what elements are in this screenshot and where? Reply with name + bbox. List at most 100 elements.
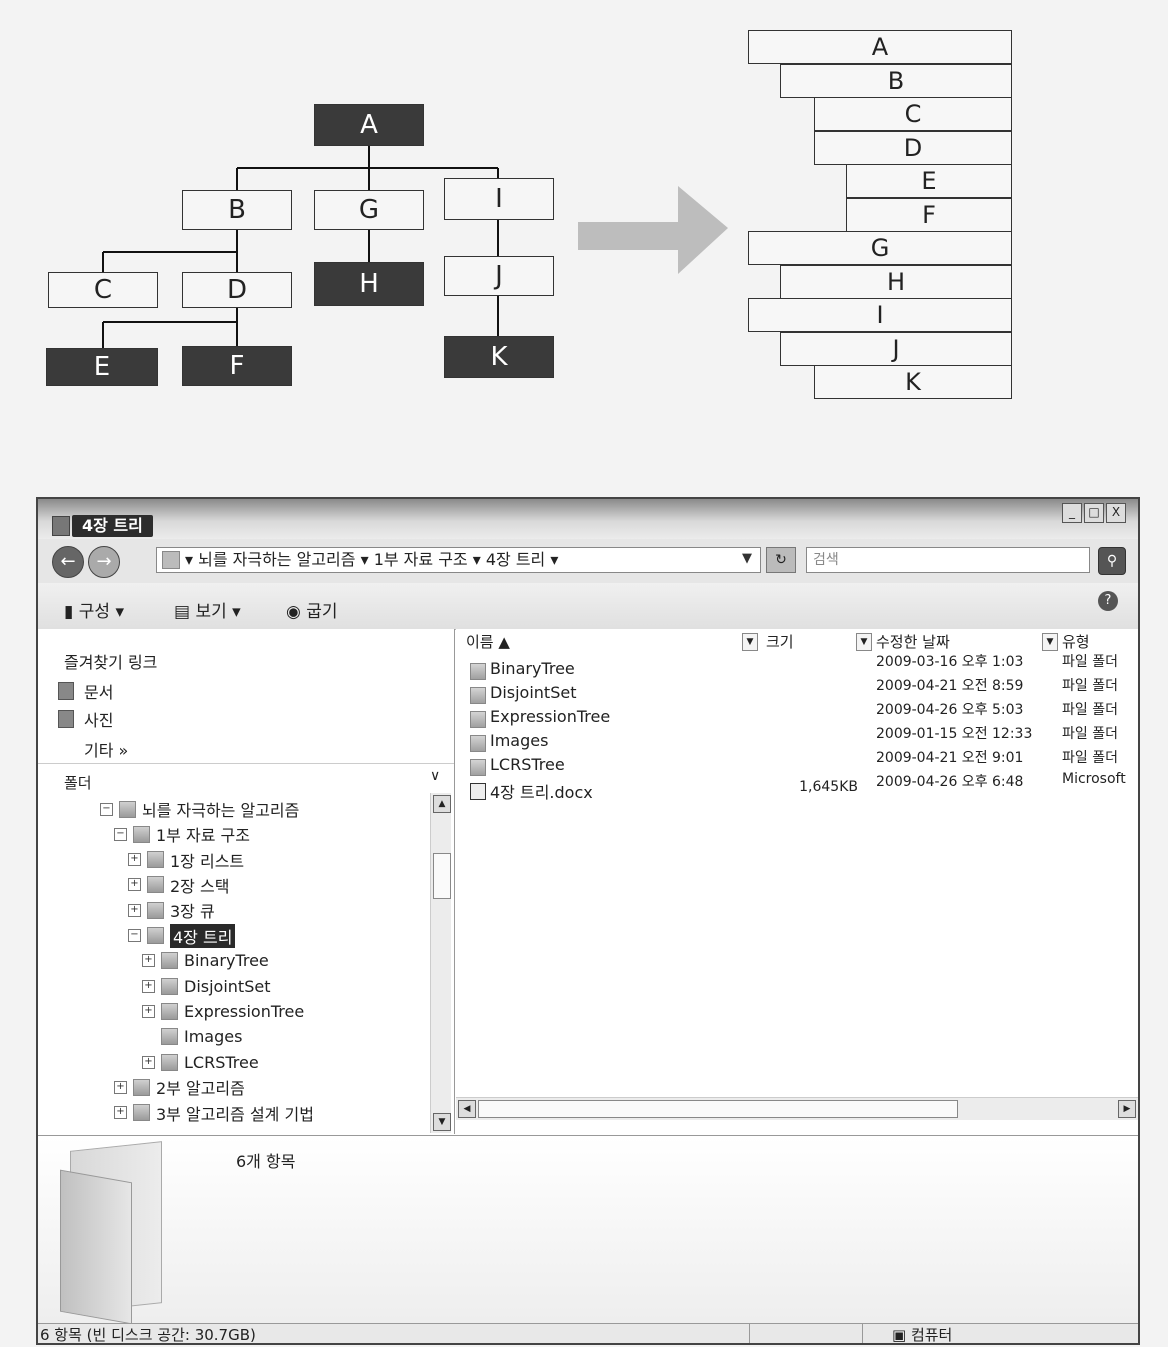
- scroll-thumb[interactable]: [478, 1100, 958, 1118]
- tree-item[interactable]: −1부 자료 구조: [114, 822, 250, 846]
- column-header-name[interactable]: 이름 ▲: [466, 633, 510, 651]
- search-input[interactable]: 검색: [806, 547, 1090, 573]
- tree-item-label: 뇌를 자극하는 알고리즘: [142, 801, 300, 820]
- chevron-down-icon[interactable]: ∨: [430, 768, 441, 784]
- collapse-icon[interactable]: −: [114, 827, 127, 841]
- tree-item-label: 3장 큐: [170, 902, 215, 922]
- file-name: Images: [490, 731, 549, 750]
- column-header-size[interactable]: 크기: [766, 633, 794, 651]
- tree-item[interactable]: +DisjointSet: [142, 974, 270, 998]
- close-button[interactable]: X: [1106, 503, 1126, 523]
- forward-button[interactable]: →: [88, 546, 120, 578]
- expand-icon[interactable]: +: [142, 1055, 155, 1069]
- expand-icon[interactable]: +: [142, 1004, 155, 1018]
- favorite-documents[interactable]: 문서: [58, 679, 113, 703]
- file-modified: 2009-01-15 오전 12:33: [876, 726, 1033, 742]
- file-type: 파일 폴더: [1062, 702, 1118, 718]
- list-horizontal-scrollbar[interactable]: ◀ ▶: [456, 1097, 1138, 1120]
- scroll-left-icon[interactable]: ◀: [458, 1100, 476, 1118]
- expand-icon[interactable]: +: [142, 979, 155, 993]
- column-menu-icon[interactable]: ▼: [856, 633, 872, 651]
- tree-node: K: [444, 336, 554, 378]
- tree-item[interactable]: − 뇌를 자극하는 알고리즘: [100, 797, 299, 821]
- favorite-label: 문서: [84, 683, 114, 702]
- burn-button[interactable]: ◉ 굽기: [286, 597, 338, 622]
- tree-item-label: BinaryTree: [184, 951, 269, 971]
- search-button[interactable]: ⚲: [1098, 547, 1126, 575]
- help-icon[interactable]: ?: [1098, 591, 1118, 611]
- maximize-button[interactable]: □: [1084, 503, 1104, 523]
- expand-icon[interactable]: +: [142, 954, 155, 968]
- collapse-icon[interactable]: −: [100, 802, 113, 816]
- column-header-modified[interactable]: 수정한 날짜: [876, 633, 950, 651]
- file-name: LCRSTree: [490, 755, 565, 774]
- tree-node: H: [314, 262, 424, 306]
- address-field[interactable]: ▾ 뇌를 자극하는 알고리즘 ▾ 1부 자료 구조 ▾ 4장 트리 ▾: [156, 547, 761, 573]
- tree-item-label: ExpressionTree: [184, 1001, 305, 1021]
- stack-row: J: [780, 331, 1012, 366]
- tree-item-label: 2장 스택: [170, 876, 230, 896]
- stack-row: D: [814, 130, 1012, 165]
- minimize-button[interactable]: _: [1062, 503, 1082, 523]
- status-disk-space: 6 항목 (빈 디스크 공간: 30.7GB): [38, 1324, 750, 1343]
- scroll-right-icon[interactable]: ▶: [1118, 1100, 1136, 1118]
- tree-item[interactable]: Images: [142, 1025, 242, 1049]
- expand-icon[interactable]: +: [128, 853, 141, 867]
- file-modified: 2009-04-26 오후 6:48: [876, 774, 1024, 790]
- refresh-button[interactable]: ↻: [766, 547, 796, 573]
- organize-button[interactable]: ▮ 구성 ▾: [64, 597, 124, 622]
- favorites-more-link[interactable]: 기타 »: [84, 741, 129, 760]
- stack-row: G: [748, 231, 1012, 265]
- address-dropdown-icon[interactable]: ▼: [742, 551, 752, 566]
- folder-icon: [470, 759, 486, 776]
- favorite-pictures[interactable]: 사진: [58, 707, 113, 731]
- folder-icon: [161, 977, 178, 995]
- status-computer-label: 컴퓨터: [910, 1326, 953, 1344]
- folders-header[interactable]: 폴더 ∨: [38, 763, 454, 794]
- view-button[interactable]: ▤ 보기 ▾: [174, 597, 241, 622]
- file-modified: 2009-03-16 오후 1:03: [876, 654, 1024, 670]
- address-folder-icon: [162, 551, 180, 569]
- folder-icon: [147, 927, 164, 944]
- scroll-up-icon[interactable]: ▲: [433, 795, 451, 813]
- column-menu-icon[interactable]: ▼: [742, 633, 758, 651]
- stack-row: A: [748, 30, 1012, 64]
- file-name: BinaryTree: [490, 659, 575, 678]
- window-controls: _ □ X: [1062, 503, 1126, 523]
- folder-icon: [161, 1028, 178, 1046]
- tree-item[interactable]: + ExpressionTree: [142, 999, 304, 1023]
- tree-item[interactable]: + BinaryTree: [142, 949, 269, 973]
- scroll-thumb[interactable]: [433, 853, 451, 899]
- file-modified: 2009-04-21 오전 9:01: [876, 750, 1024, 766]
- tree-node: E: [46, 348, 158, 386]
- expand-icon[interactable]: +: [128, 903, 141, 917]
- folder-icon: [470, 735, 486, 752]
- column-menu-icon[interactable]: ▼: [1042, 633, 1058, 651]
- folder-icon: [119, 800, 136, 818]
- tree-item[interactable]: +2부 알고리즘: [114, 1075, 245, 1099]
- expand-icon[interactable]: +: [114, 1106, 127, 1120]
- tree-item[interactable]: +3부 알고리즘 설계 기법: [114, 1101, 314, 1125]
- tree-item[interactable]: +1장 리스트: [128, 848, 244, 872]
- back-button[interactable]: ←: [52, 546, 84, 578]
- scroll-down-icon[interactable]: ▼: [433, 1113, 451, 1131]
- tree-item[interactable]: +3장 큐: [128, 898, 215, 922]
- column-header-type[interactable]: 유형: [1062, 633, 1090, 651]
- expand-icon[interactable]: +: [128, 878, 141, 892]
- tree-item-label: 3부 알고리즘 설계 기법: [156, 1104, 314, 1124]
- tree-item-label: Images: [184, 1027, 243, 1047]
- expand-icon[interactable]: +: [114, 1080, 127, 1094]
- tree-scrollbar[interactable]: ▲ ▼: [430, 793, 451, 1133]
- tree-item[interactable]: −4장 트리: [128, 923, 236, 948]
- collapse-icon[interactable]: −: [128, 929, 141, 942]
- tree-item[interactable]: +LCRSTree: [142, 1050, 259, 1074]
- command-toolbar: ▮ 구성 ▾ ▤ 보기 ▾ ◉ 굽기 ?: [38, 583, 1138, 630]
- tree-item[interactable]: +2장 스택: [128, 873, 229, 897]
